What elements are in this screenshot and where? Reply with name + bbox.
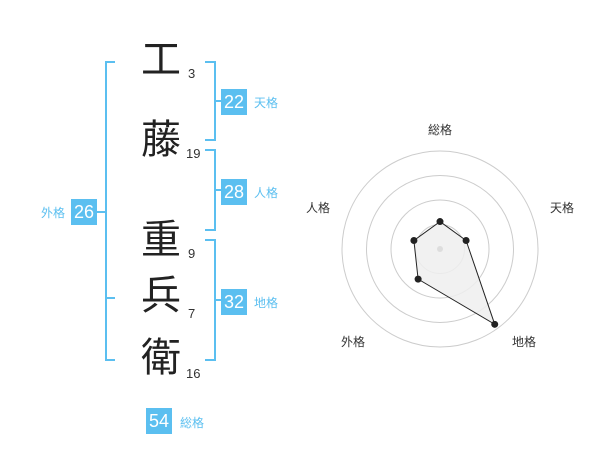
strokes-4: 7 [188,306,196,321]
radar-ring-2 [366,175,514,323]
char-1: 工 [141,37,181,83]
char-4: 兵 [141,273,181,319]
tenkaku-badge: 22 [221,89,248,115]
radar-axis-gaikaku: 外格 [341,335,366,349]
char-3: 重 [141,217,181,263]
radar-center [437,246,443,252]
strokes-2: 19 [186,146,201,161]
radar-point-2 [462,237,470,245]
radar-point-3 [491,320,499,328]
tenkaku-label: 天格 [254,96,279,110]
radar-axis-chikaku: 地格 [512,335,537,349]
soukaku-label: 総格 [180,416,205,430]
radar-ring-1 [341,150,539,348]
radar-polygon [413,220,496,326]
radar-axis-jinkaku: 人格 [306,201,331,215]
strokes-1: 3 [188,66,196,81]
radar-ring-3 [390,199,490,299]
char-2: 藤 [141,117,181,163]
chikaku-label: 地格 [254,296,279,310]
radar-chart [341,150,539,348]
soukaku-badge: 54 [146,408,173,434]
radar-point-4 [414,275,422,283]
radar-axis-soukaku: 総格 [428,123,453,137]
gaikaku-label: 外格 [41,206,66,220]
radar-axis-tenkaku: 天格 [550,201,575,215]
strokes-5: 16 [186,366,201,381]
char-5: 衛 [141,335,181,381]
chikaku-badge: 32 [221,289,248,315]
gaikaku-badge: 26 [71,199,98,225]
radar-point-5 [410,237,418,245]
jinkaku-badge: 28 [221,179,248,205]
strokes-3: 9 [188,246,196,261]
radar-point-1 [436,218,444,226]
jinkaku-label: 人格 [254,186,279,200]
